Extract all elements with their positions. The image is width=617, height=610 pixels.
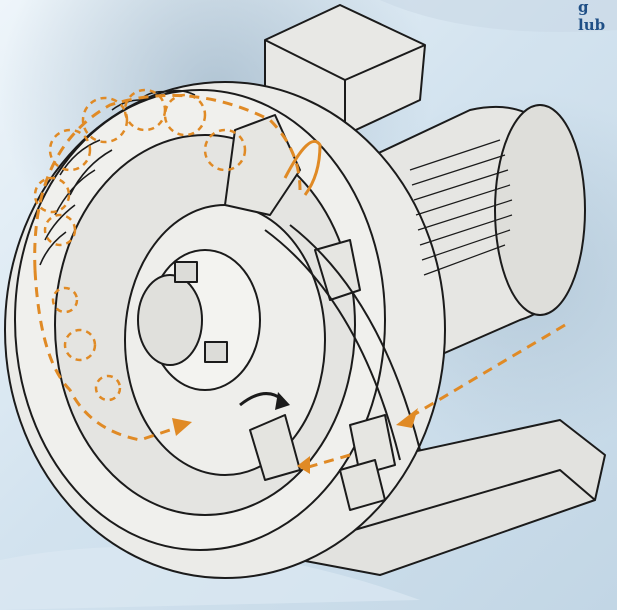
cover-foot: [249, 414, 301, 481]
airflow-outlet-path: [304, 453, 351, 470]
arrow-head-icon: [297, 456, 310, 474]
airflow-swirl-circles: [33, 88, 247, 402]
arrow-head-icon: [396, 408, 418, 428]
bolt: [204, 341, 228, 363]
airflow-paths: [33, 93, 566, 470]
arrow-head-icon: [172, 418, 192, 436]
shaft: [137, 274, 203, 366]
cropped-text-line-1: g: [578, 0, 589, 16]
impeller-vanes: [39, 89, 196, 266]
side-channel-edge: [264, 229, 401, 461]
motor-fins: [409, 139, 513, 276]
cropped-text-line-2: lub: [578, 16, 606, 34]
cover-foot: [339, 459, 386, 511]
airflow-inlet-path: [404, 323, 566, 422]
airflow-exit-loop: [283, 139, 322, 196]
bolt: [174, 261, 198, 283]
airflow-loop-path: [33, 93, 302, 271]
airflow-down-path: [33, 269, 186, 442]
base-foot-edge: [319, 469, 596, 541]
motor-end-cap: [494, 104, 586, 316]
curved-arrow-icon: [275, 392, 290, 410]
flange-bracket: [314, 239, 361, 301]
flange-bracket: [349, 414, 396, 476]
